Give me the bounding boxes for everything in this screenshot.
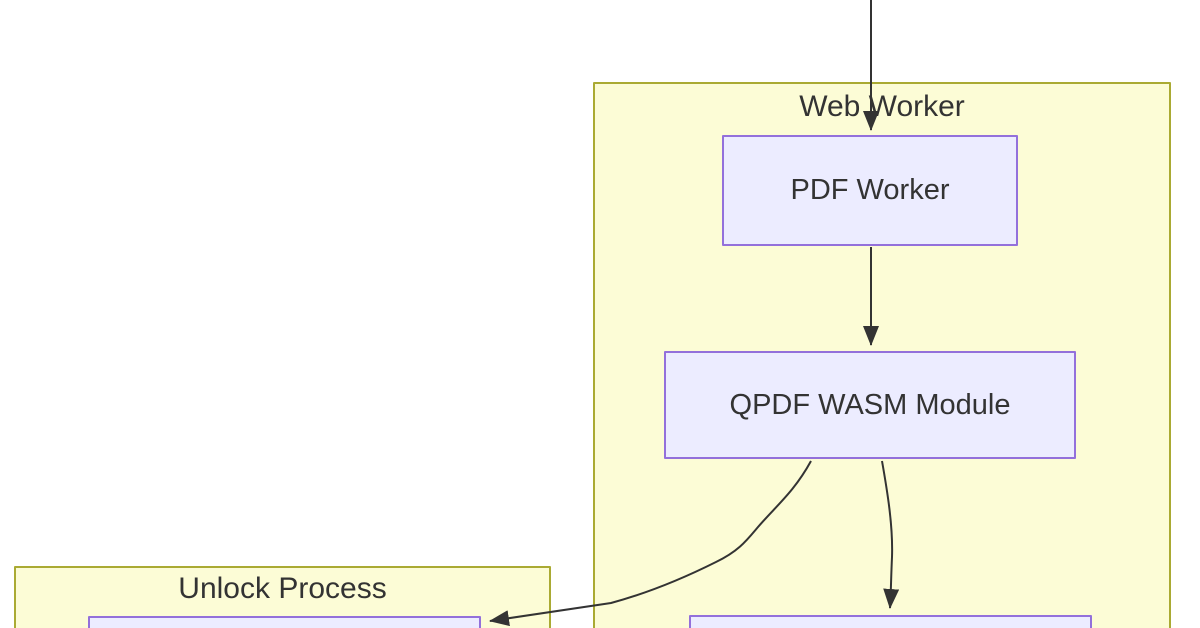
node-unlock-partial bbox=[88, 616, 481, 628]
cluster-web-worker-title: Web Worker bbox=[799, 90, 965, 123]
node-pdf-worker-label: PDF Worker bbox=[790, 174, 950, 206]
node-qpdf-wasm-module-label: QPDF WASM Module bbox=[729, 388, 1011, 421]
node-qpdf-wasm-module: QPDF WASM Module bbox=[664, 351, 1076, 459]
node-pdf-worker: PDF Worker bbox=[722, 135, 1018, 246]
node-worker-partial bbox=[689, 615, 1092, 628]
cluster-unlock-process-title: Unlock Process bbox=[178, 572, 387, 605]
